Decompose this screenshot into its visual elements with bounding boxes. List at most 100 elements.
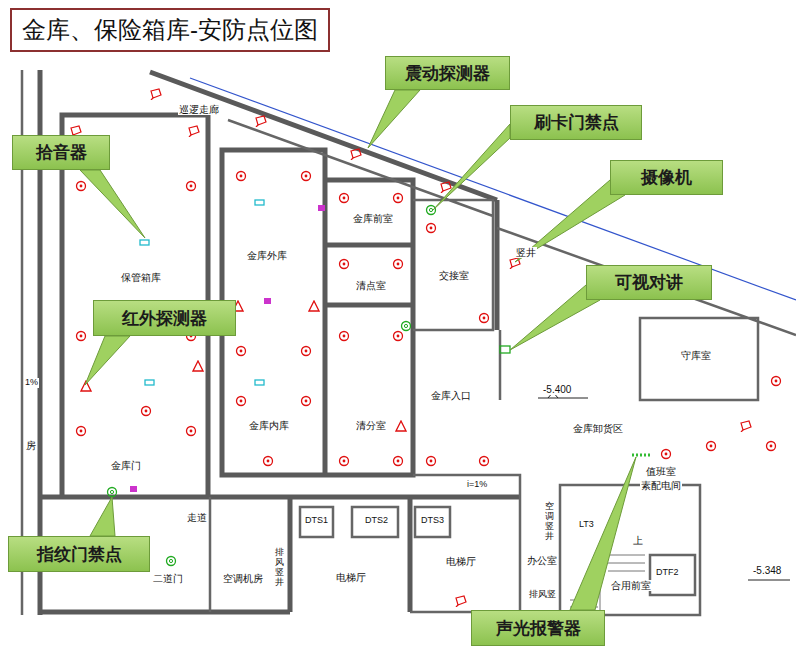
plan-label: 值班室 bbox=[645, 466, 677, 477]
camera-symbol bbox=[151, 89, 161, 100]
plan-label: 金库前室 bbox=[352, 213, 394, 224]
pickup-symbol bbox=[140, 240, 149, 245]
plan-label: 电梯厅 bbox=[335, 572, 367, 583]
detector-symbol bbox=[237, 347, 246, 356]
access-symbol bbox=[402, 322, 411, 331]
detector-symbol bbox=[302, 347, 311, 356]
plan-label: 清分室 bbox=[355, 420, 387, 431]
alarm-symbol bbox=[632, 454, 652, 457]
callout-text: 红外探测器 bbox=[122, 307, 207, 330]
callout-text: 刷卡门禁点 bbox=[534, 111, 619, 134]
plan-label: DTS3 bbox=[420, 516, 445, 526]
plan-label: 走道 bbox=[186, 512, 208, 523]
callout-box: 红外探测器 bbox=[93, 300, 236, 336]
plan-label: DTF2 bbox=[655, 568, 680, 578]
detector-symbol bbox=[264, 457, 273, 466]
callout-pointer bbox=[515, 180, 625, 262]
camera-symbol bbox=[256, 116, 266, 127]
detector-symbol bbox=[340, 457, 349, 466]
callout-text: 可视对讲 bbox=[615, 271, 683, 294]
callout-pointer bbox=[85, 336, 130, 385]
detector-symbol bbox=[302, 172, 311, 181]
detector-symbol bbox=[480, 457, 489, 466]
camera-symbol bbox=[351, 149, 361, 160]
callout-text: 摄像机 bbox=[641, 166, 692, 189]
access-symbol bbox=[427, 206, 436, 215]
plan-label: LT3 bbox=[578, 520, 595, 530]
detector-symbol bbox=[77, 182, 86, 191]
pickup-symbol bbox=[255, 200, 264, 205]
detector-symbol bbox=[707, 442, 716, 451]
pickup-symbol bbox=[145, 380, 154, 385]
callout-box: 震动探测器 bbox=[385, 56, 510, 90]
infrared-symbol bbox=[396, 421, 406, 431]
plan-label: 巡逻走廊 bbox=[178, 104, 220, 115]
plan-label: 守库室 bbox=[680, 350, 712, 361]
magenta-symbol bbox=[130, 486, 137, 492]
plan-label: 二道门 bbox=[152, 573, 184, 584]
plan-label: 竖井 bbox=[515, 247, 537, 258]
plan-label: 排风竖 bbox=[528, 590, 557, 600]
camera-symbol bbox=[456, 596, 466, 607]
callout-pointer bbox=[433, 124, 510, 210]
access-symbol bbox=[108, 488, 117, 497]
plan-label: DTS2 bbox=[364, 516, 389, 526]
detector-symbol bbox=[394, 332, 403, 341]
plan-label: 合用前室 bbox=[610, 580, 652, 591]
callout-box: 声光报警器 bbox=[471, 610, 605, 646]
plan-label: 办公室 bbox=[526, 555, 558, 566]
detector-symbol bbox=[427, 224, 436, 233]
detector-symbol bbox=[187, 427, 196, 436]
detector-symbol bbox=[237, 397, 246, 406]
plan-label: 电梯厅 bbox=[445, 556, 477, 567]
callout-box: 刷卡门禁点 bbox=[510, 105, 642, 140]
callout-text: 指纹门禁点 bbox=[37, 543, 122, 566]
intercom-symbol bbox=[500, 346, 510, 353]
detector-symbol bbox=[237, 172, 246, 181]
plan-label: i=1% bbox=[466, 480, 488, 490]
pickup-symbol bbox=[255, 380, 264, 385]
detector-symbol bbox=[77, 332, 86, 341]
plan-label: 空调竖井 bbox=[545, 502, 554, 542]
detector-symbol bbox=[394, 194, 403, 203]
callout-text: 拾音器 bbox=[36, 141, 87, 164]
detector-symbol bbox=[772, 377, 781, 386]
plan-label: 金库内库 bbox=[248, 420, 290, 431]
plan-label: DTS1 bbox=[304, 516, 329, 526]
plan-label: 金库外库 bbox=[246, 250, 288, 261]
plan-label: -5.348 bbox=[752, 565, 782, 576]
detector-symbol bbox=[340, 332, 349, 341]
callout-box: 摄像机 bbox=[610, 160, 723, 195]
detector-symbol bbox=[662, 450, 671, 459]
detector-symbol bbox=[302, 397, 311, 406]
level-mark bbox=[748, 580, 790, 581]
plan-label: 空调机房 bbox=[222, 573, 264, 584]
callout-box: 拾音器 bbox=[12, 135, 110, 170]
callout-box: 可视对讲 bbox=[586, 265, 712, 300]
infrared-symbol bbox=[309, 301, 319, 311]
detector-symbol bbox=[340, 260, 349, 269]
main-wall bbox=[40, 70, 520, 615]
callout-text: 声光报警器 bbox=[496, 617, 581, 640]
magenta-symbol bbox=[318, 205, 325, 211]
thin-wall bbox=[22, 70, 796, 615]
plan-label: 交接室 bbox=[438, 270, 470, 281]
plan-label: -5.400 bbox=[542, 384, 572, 395]
plan-label: 保管箱库 bbox=[120, 272, 162, 283]
plan-label: 清点室 bbox=[355, 280, 387, 291]
plan-label: 房 bbox=[25, 440, 37, 451]
detector-symbol bbox=[427, 457, 436, 466]
detector-symbol bbox=[480, 314, 489, 323]
callout-pointer bbox=[80, 170, 145, 238]
callout-text: 震动探测器 bbox=[405, 62, 490, 85]
camera-symbol bbox=[741, 421, 751, 432]
magenta-symbol bbox=[264, 298, 271, 304]
detector-symbol bbox=[767, 442, 776, 451]
callout-box: 指纹门禁点 bbox=[8, 536, 150, 572]
plan-label: 1% bbox=[24, 378, 39, 388]
detector-symbol bbox=[187, 182, 196, 191]
callout-pointer bbox=[368, 90, 420, 148]
plan-label: 上 bbox=[632, 535, 644, 546]
plan-label: 金库门 bbox=[110, 460, 142, 471]
